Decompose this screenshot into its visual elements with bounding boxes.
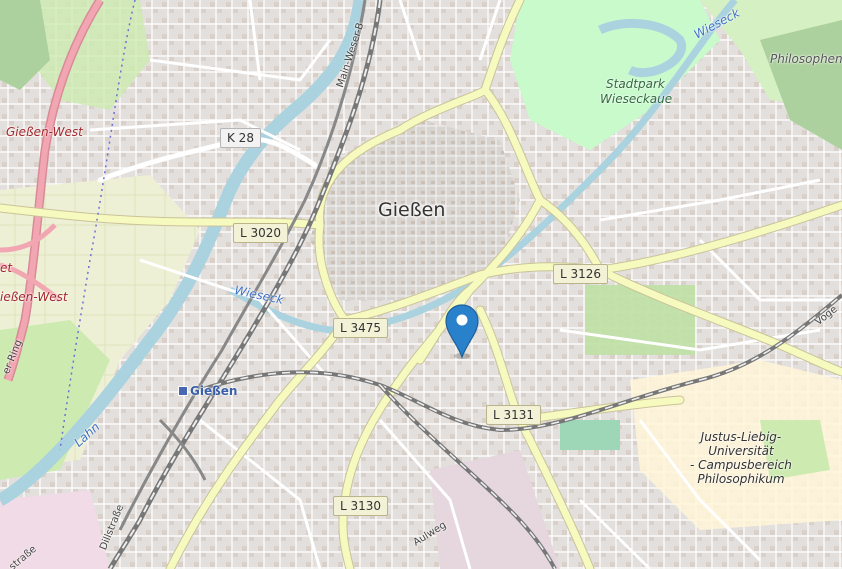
university-label: Justus-Liebig- Universität - Campusberei… xyxy=(690,430,792,486)
river-lahn xyxy=(0,0,367,506)
motorway-ramp xyxy=(0,223,62,303)
city-center xyxy=(310,120,520,300)
station-icon xyxy=(178,386,188,396)
university-line-4: Philosophikum xyxy=(697,472,785,486)
commercial-sw xyxy=(0,490,110,569)
green-patch-se xyxy=(560,420,620,450)
map-pin-icon[interactable] xyxy=(443,303,481,359)
district-label-et: et xyxy=(0,261,13,275)
forest-philosophen xyxy=(760,20,842,150)
university-line-1: Justus-Liebig- xyxy=(700,430,782,444)
city-label: Gießen xyxy=(378,199,446,221)
road-shield-l3130: L 3130 xyxy=(333,496,389,516)
railways xyxy=(107,0,842,569)
park-label-wieseckaue: Wieseckaue xyxy=(600,92,673,106)
minor-streets xyxy=(89,0,842,569)
forest-patch-nw xyxy=(0,0,50,90)
road-shield-l3020: L 3020 xyxy=(233,223,289,243)
campus-green xyxy=(760,420,830,480)
green-patch-east xyxy=(585,285,695,355)
university-line-2: Universität xyxy=(708,444,774,458)
motorway-west-2 xyxy=(5,0,103,381)
road-shield-l3131: L 3131 xyxy=(486,405,542,425)
river-upper-bend xyxy=(597,18,687,78)
district-label-giessen-west: Gießen-West xyxy=(6,125,83,139)
university-line-3: - Campusbereich xyxy=(690,458,792,472)
station-label: Gießen xyxy=(190,384,238,398)
park-wieseckaue xyxy=(510,0,720,150)
park-label-philosophen: Philosophen xyxy=(770,52,842,66)
district-label-giessen-west-edge: ießen-West xyxy=(0,290,68,304)
park-label-stadtpark: Stadtpark xyxy=(606,77,665,91)
road-shield-l3126: L 3126 xyxy=(553,264,609,284)
road-shield-l3475: L 3475 xyxy=(333,318,389,338)
road-shield-k28: K 28 xyxy=(220,128,261,148)
western-meadow xyxy=(0,320,110,480)
